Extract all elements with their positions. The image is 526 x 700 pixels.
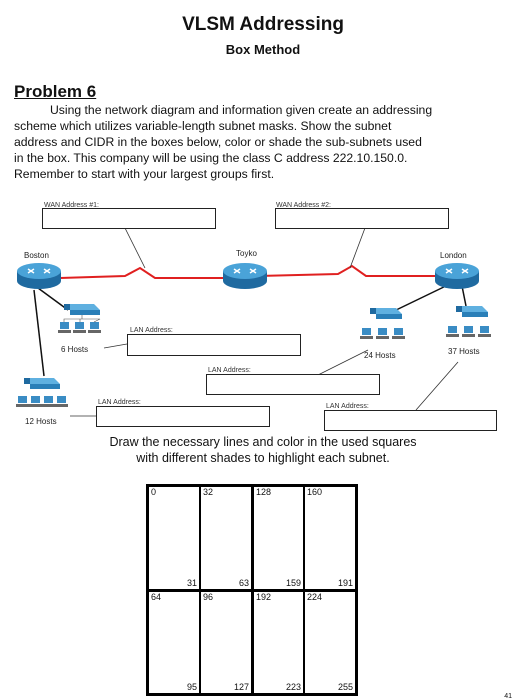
lan-24-address-field[interactable] (206, 374, 380, 395)
lan-37-label: LAN Address: (326, 403, 369, 410)
page-number: 41 (504, 693, 512, 700)
lan-37-address-field[interactable] (324, 410, 497, 431)
page-subtitle: Box Method (225, 42, 301, 57)
wan2-label: WAN Address #2: (276, 202, 331, 209)
computer-icon (446, 326, 491, 337)
subnet-cell[interactable]: 128 159 (252, 486, 304, 590)
computer-icon (360, 328, 405, 339)
switch-cluster-37 (446, 306, 491, 337)
subnet-cell[interactable]: 160 191 (304, 486, 356, 590)
cell-start: 0 (151, 487, 157, 497)
computer-icon (58, 322, 101, 333)
lan-6-label: LAN Address: (130, 327, 173, 334)
boston-label: Boston (24, 251, 49, 260)
problem-line: Using the network diagram and informatio… (50, 103, 433, 117)
wan1-pointer (124, 227, 146, 269)
cell-end: 159 (285, 578, 301, 588)
computer-icon (16, 396, 68, 407)
london-link-b (461, 285, 467, 307)
problem-line: Remember to start with your largest grou… (14, 167, 275, 181)
subnet-cell[interactable]: 224 255 (304, 590, 356, 694)
cell-end: 95 (186, 682, 197, 692)
boston-link-b (33, 289, 45, 377)
lan6-pointer (103, 343, 128, 349)
router-icon (223, 263, 267, 289)
lan-12-address-field[interactable] (96, 406, 270, 427)
router-icon (435, 263, 479, 289)
wan2-pointer (349, 227, 366, 269)
wan1-address-field[interactable] (42, 208, 216, 229)
lan-12-label: LAN Address: (98, 399, 141, 406)
lan-6-address-field[interactable] (127, 334, 301, 356)
instruction-line: Draw the necessary lines and color in th… (109, 435, 417, 449)
cell-start: 128 (256, 487, 272, 497)
problem-line: in the box. This company will be using t… (14, 151, 408, 165)
subnet-cell[interactable]: 96 127 (200, 590, 252, 694)
cell-end: 255 (337, 682, 353, 692)
wan1-label: WAN Address #1: (44, 202, 99, 209)
problem-text: Using the network diagram and informatio… (14, 102, 506, 182)
lan24-pointer (315, 349, 369, 377)
cell-start: 96 (203, 592, 214, 602)
cell-end: 223 (285, 682, 301, 692)
instruction-line: with different shades to highlight each … (136, 451, 390, 465)
instructions: Draw the necessary lines and color in th… (0, 434, 526, 466)
lan-24-label: LAN Address: (208, 367, 251, 374)
tokyo-label: Toyko (236, 249, 257, 258)
hosts-37-label: 37 Hosts (448, 347, 480, 356)
problem-line: address and CIDR in the boxes below, col… (14, 135, 422, 149)
boston-link-a (37, 287, 69, 311)
wan-link-1 (59, 266, 232, 279)
switch-icon (24, 378, 60, 389)
cell-start: 224 (307, 592, 323, 602)
subnet-cell[interactable]: 192 223 (252, 590, 304, 694)
switch-cluster-12 (16, 378, 68, 407)
cell-end: 127 (233, 682, 249, 692)
london-link-a (391, 283, 451, 313)
wan2-address-field[interactable] (275, 208, 449, 229)
hosts-6-label: 6 Hosts (61, 345, 89, 354)
problem-heading: Problem 6 (14, 82, 97, 101)
router-icon (17, 263, 61, 289)
subnet-cell[interactable]: 32 63 (200, 486, 252, 590)
cell-start: 160 (307, 487, 323, 497)
switch-icon (370, 308, 402, 319)
wan-link-2 (257, 264, 440, 277)
page-title: VLSM Addressing (182, 14, 344, 35)
switch-cluster-24 (360, 308, 405, 339)
subnet-cell[interactable]: 64 95 (148, 590, 200, 694)
lan37-pointer (415, 361, 459, 411)
switch-icon (456, 306, 488, 317)
subnet-box-grid[interactable]: 0 31 32 63 128 159 160 191 64 95 96 127 … (146, 484, 358, 696)
cell-end: 31 (186, 578, 197, 588)
cell-start: 192 (256, 592, 272, 602)
hosts-24-label: 24 Hosts (364, 351, 396, 360)
subnet-cell[interactable]: 0 31 (148, 486, 200, 590)
london-label: London (440, 251, 467, 260)
cell-start: 32 (203, 487, 214, 497)
switch-icon (64, 304, 100, 315)
cell-start: 64 (151, 592, 162, 602)
hosts-12-label: 12 Hosts (25, 417, 57, 426)
problem-line: scheme which utilizes variable-length su… (14, 119, 392, 133)
cell-end: 191 (337, 578, 353, 588)
switch-cluster-6 (58, 304, 101, 333)
cell-end: 63 (238, 578, 249, 588)
